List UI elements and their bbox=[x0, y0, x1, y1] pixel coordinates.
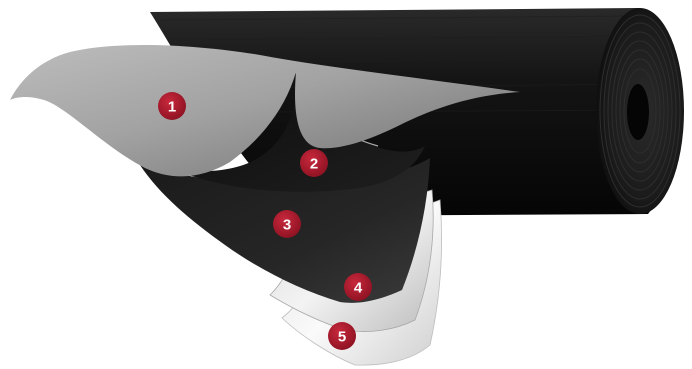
roll-end bbox=[596, 8, 684, 214]
marker-4-label: 4 bbox=[354, 280, 363, 297]
marker-3-label: 3 bbox=[283, 217, 291, 234]
marker-3: 3 bbox=[273, 210, 301, 238]
marker-2-label: 2 bbox=[310, 156, 318, 173]
marker-2: 2 bbox=[300, 149, 328, 177]
marker-5: 5 bbox=[328, 322, 356, 350]
roll-core bbox=[627, 84, 649, 140]
marker-1: 1 bbox=[158, 92, 186, 120]
marker-1-label: 1 bbox=[168, 99, 176, 116]
marker-5-label: 5 bbox=[338, 329, 346, 346]
marker-4: 4 bbox=[344, 273, 372, 301]
